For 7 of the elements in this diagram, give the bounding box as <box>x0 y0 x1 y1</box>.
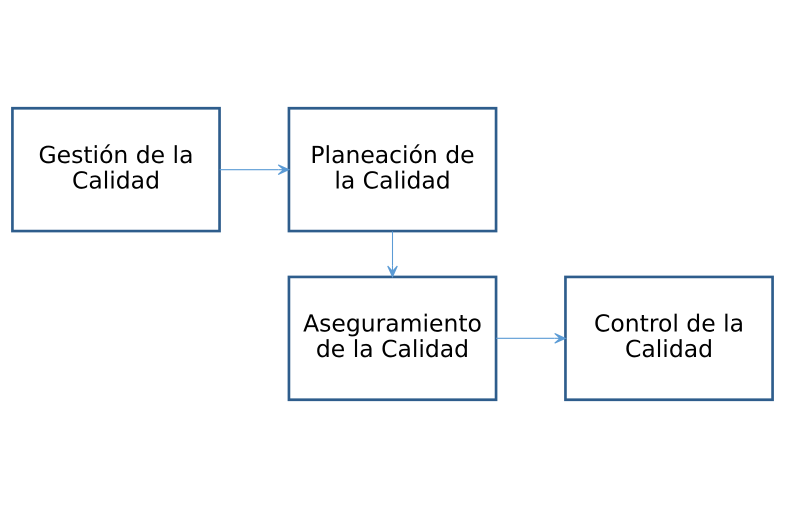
arrow <box>387 231 398 278</box>
node-box: Aseguramiento de la Calidad <box>288 276 498 402</box>
arrow <box>496 333 566 344</box>
node-box: Planeación de la Calidad <box>288 106 498 232</box>
node-box: Control de la Calidad <box>564 276 774 402</box>
node-box: Gestión de la Calidad <box>11 106 221 232</box>
arrow <box>220 164 290 175</box>
